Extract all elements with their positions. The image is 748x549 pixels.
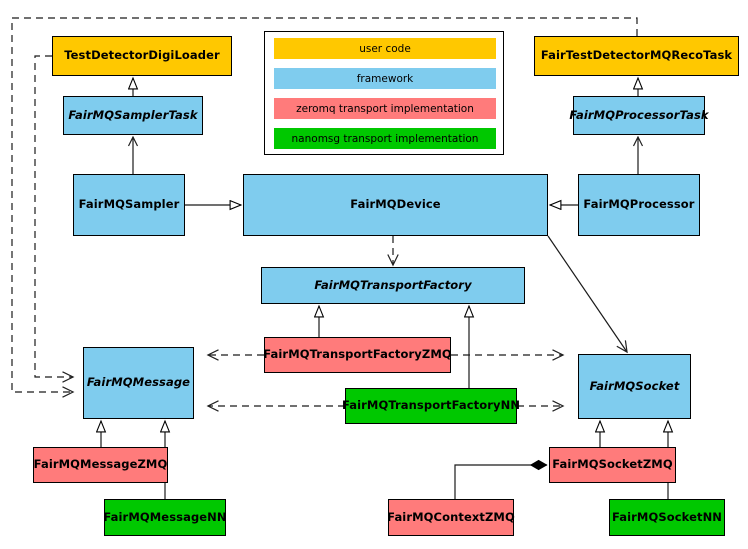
legend-label: zeromq transport implementation xyxy=(296,102,474,115)
node-label: FairTestDetectorMQRecoTask xyxy=(540,48,733,63)
node-label: FairMQSocket xyxy=(589,378,680,393)
node-fairtestdetectormqrecotask[interactable]: FairTestDetectorMQRecoTask xyxy=(534,36,739,76)
legend-item-user-code: user code xyxy=(274,38,496,59)
node-fairmqmessagenn[interactable]: FairMQMessageNN xyxy=(103,499,227,536)
node-fairmqsamplertask[interactable]: FairMQSamplerTask xyxy=(63,96,203,135)
node-label: FairMQTransportFactoryNN xyxy=(341,398,521,413)
edge-contextzmq-composed-in-socketzmq xyxy=(454,465,547,499)
node-fairmqcontextzmq[interactable]: FairMQContextZMQ xyxy=(387,499,515,536)
node-fairmqprocessor[interactable]: FairMQProcessor xyxy=(578,174,700,236)
node-fairmqprocessortask[interactable]: FairMQProcessorTask xyxy=(569,96,709,135)
node-label: FairMQSamplerTask xyxy=(68,107,198,122)
node-label: FairMQMessageZMQ xyxy=(33,457,168,472)
node-fairmqsocket[interactable]: FairMQSocket xyxy=(578,354,691,419)
legend-label: nanomsg transport implementation xyxy=(291,132,479,145)
node-label: FairMQDevice xyxy=(350,197,441,212)
node-label: FairMQContextZMQ xyxy=(387,509,515,524)
node-label: TestDetectorDigiLoader xyxy=(64,48,220,63)
edge-device-to-socket xyxy=(547,235,628,354)
legend-label: framework xyxy=(356,72,414,85)
legend-label: user code xyxy=(359,42,411,55)
node-fairmqtransportfactoryzmq[interactable]: FairMQTransportFactoryZMQ xyxy=(263,337,452,373)
legend-item-framework: framework xyxy=(274,68,496,89)
node-fairmqmessagezmq[interactable]: FairMQMessageZMQ xyxy=(33,447,168,483)
node-label: FairMQMessageNN xyxy=(103,509,227,524)
node-fairmqdevice[interactable]: FairMQDevice xyxy=(243,174,548,236)
node-testdetectordigiloader[interactable]: TestDetectorDigiLoader xyxy=(52,36,232,76)
node-label: FairMQSampler xyxy=(78,197,180,212)
node-fairmqsocketzmq[interactable]: FairMQSocketZMQ xyxy=(549,447,676,483)
node-label: FairMQMessage xyxy=(86,375,191,390)
legend-item-nanomsg: nanomsg transport implementation xyxy=(274,128,496,149)
node-fairmqtransportfactorynn[interactable]: FairMQTransportFactoryNN xyxy=(341,388,521,424)
node-label: FairMQTransportFactoryZMQ xyxy=(263,347,452,362)
node-label: FairMQTransportFactory xyxy=(314,277,472,292)
node-fairmqmessage[interactable]: FairMQMessage xyxy=(83,347,194,419)
node-fairmqsampler[interactable]: FairMQSampler xyxy=(73,174,185,236)
node-label: FairMQProcessor xyxy=(583,197,695,212)
legend: user code framework zeromq transport imp… xyxy=(264,31,504,155)
node-label: FairMQSocketNN xyxy=(611,509,723,524)
node-label: FairMQProcessorTask xyxy=(569,107,709,122)
node-fairmqsocketnn[interactable]: FairMQSocketNN xyxy=(609,499,725,536)
legend-item-zeromq: zeromq transport implementation xyxy=(274,98,496,119)
node-label: FairMQSocketZMQ xyxy=(552,457,673,472)
node-fairmqtransportfactory[interactable]: FairMQTransportFactory xyxy=(261,267,525,304)
